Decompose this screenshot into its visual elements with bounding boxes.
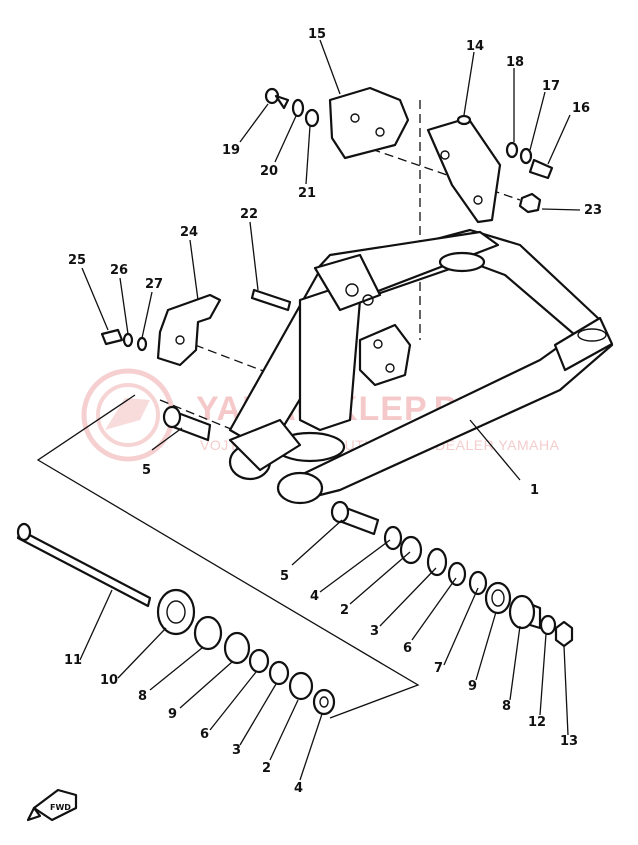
callout-4-right: 4 [310,589,319,604]
callout-1: 1 [530,483,539,498]
callout-4-left: 4 [294,781,303,796]
callout-27: 27 [145,277,163,292]
right-bearing-stack [383,525,574,648]
callout-2-right: 2 [340,603,349,618]
callout-8-right: 8 [502,699,511,714]
callout-6-left: 6 [200,727,209,742]
collar-5-lower [330,500,380,536]
collar-5-upper [162,405,212,442]
callout-3-left: 3 [232,743,241,758]
callout-16: 16 [572,101,590,116]
callout-15: 15 [308,27,326,42]
leader-lines [79,39,581,781]
upper-bracket-assembly [250,86,554,312]
callout-21: 21 [298,186,316,201]
left-plate-assembly [100,293,222,367]
callout-13: 13 [560,734,578,749]
callout-2-left: 2 [262,761,271,776]
front-marker-label: FWD [50,803,71,812]
callout-9-right: 9 [468,679,477,694]
callout-12: 12 [528,715,546,730]
assembly-outline [36,394,420,719]
swingarm [228,228,614,505]
callout-11: 11 [64,653,82,668]
callout-25: 25 [68,253,86,268]
callout-22: 22 [240,207,258,222]
callout-19: 19 [222,143,240,158]
callout-14: 14 [466,39,484,54]
callout-23: 23 [584,203,602,218]
callout-5-upper: 5 [142,463,151,478]
callout-8-left: 8 [138,689,147,704]
callout-24: 24 [180,225,198,240]
callout-5-lower: 5 [280,569,289,584]
left-bearing-stack [16,522,336,716]
callout-17: 17 [542,79,560,94]
callout-7: 7 [434,661,443,676]
callout-20: 20 [260,164,278,179]
callout-6-right: 6 [403,641,412,656]
front-direction-marker: FWD [26,788,78,822]
callout-9-left: 9 [168,707,177,722]
callout-26: 26 [110,263,128,278]
callout-10: 10 [100,673,118,688]
callout-numbers: 1 5 5 4 2 3 6 7 9 8 12 13 11 10 8 9 6 3 … [64,27,602,796]
callout-3-right: 3 [370,624,379,639]
callout-18: 18 [506,55,524,70]
